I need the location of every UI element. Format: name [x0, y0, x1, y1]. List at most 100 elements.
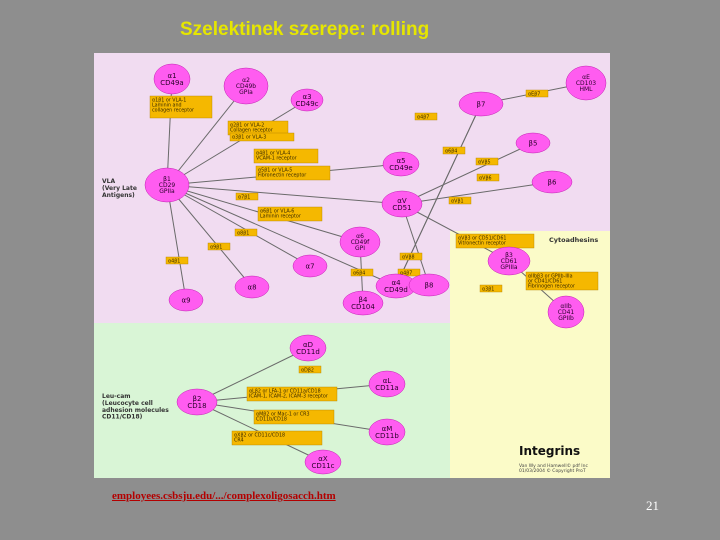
svg-text:β7: β7 [477, 100, 486, 108]
pair-label-s_a6b4: α6β4 [442, 146, 466, 155]
node-a9: α9 [168, 288, 204, 312]
edge-b1-a9 [166, 184, 187, 301]
edge-b1-a7 [166, 184, 311, 267]
node-b5: β5 [515, 132, 551, 154]
svg-text:β6: β6 [548, 178, 557, 186]
cytoadhesins-label: Cytoadhesins [549, 236, 598, 244]
pair-label-s_avb1: αVβ1 [448, 196, 472, 205]
svg-text:α8β1: α8β1 [237, 231, 249, 237]
svg-text:αDβ2: αDβ2 [301, 368, 314, 374]
svg-text:α4β1: α4β1 [168, 259, 180, 265]
edge-av-b5 [401, 142, 534, 205]
svg-text:α6β4: α6β4 [353, 271, 365, 277]
node-b8: β8 [408, 273, 450, 297]
node-a8: α8 [234, 275, 270, 299]
pair-label-s_avb5: αVβ5 [475, 157, 499, 166]
edge-b1-a8 [166, 184, 253, 288]
source-link[interactable]: employees.csbsju.edu/.../complexoligosac… [112, 490, 336, 502]
svg-text:αVβ1: αVβ1 [451, 199, 464, 205]
svg-text:α8: α8 [247, 283, 256, 291]
edge-b1-av [166, 184, 403, 205]
svg-text:β8: β8 [425, 281, 434, 289]
pair-label-s_a9b1: α9β1 [207, 242, 231, 251]
node-b7: β7 [458, 91, 504, 117]
pair-label-s_a6b4b: α6β4 [350, 268, 374, 277]
node-b6: β6 [531, 170, 573, 194]
edge-b1-a2 [166, 85, 247, 186]
pair-label-s_a4b1: α4β1 [165, 256, 189, 265]
connector-lines [166, 78, 587, 463]
pair-label-s_avb8: αVβ8 [399, 252, 423, 261]
pair-label-s_a3b1b: α3β1 [479, 284, 503, 293]
integrins-heading: Integrins [519, 444, 580, 458]
pair-label-s_a4b7b: α4β7 [397, 268, 421, 277]
edge-b2-aD [196, 347, 309, 403]
svg-text:β5: β5 [529, 139, 538, 147]
svg-text:α7β1: α7β1 [238, 195, 250, 201]
pair-label-s_a8b1: α8β1 [234, 228, 258, 237]
pair-label-s_adb2: αDβ2 [298, 365, 322, 374]
edge-av-b6 [401, 181, 553, 205]
svg-text:α6β4: α6β4 [445, 149, 457, 155]
pair-label-s_a4b7: α4β7 [414, 112, 438, 121]
node-a7: α7 [292, 254, 328, 278]
svg-text:α4β7: α4β7 [400, 271, 412, 277]
svg-text:αEβ7: αEβ7 [528, 92, 540, 98]
pair-label-s_aeb7: αEβ7 [525, 89, 549, 98]
svg-text:α3β1 or VLA-3: α3β1 or VLA-3 [232, 135, 266, 141]
edge-b1-a3 [166, 99, 308, 186]
svg-text:α9β1: α9β1 [210, 245, 222, 251]
